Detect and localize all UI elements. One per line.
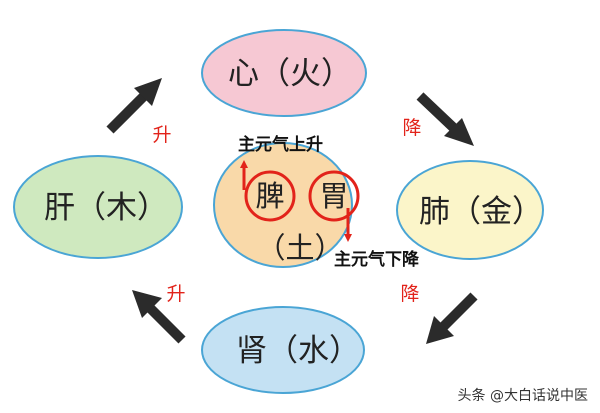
stomach-qi-label: 主元气下降 xyxy=(334,249,420,270)
kidney-oval xyxy=(201,306,365,394)
kidney-label: 肾（水） xyxy=(236,333,360,369)
lung-to-kidney-arrow xyxy=(426,292,478,344)
stomach-circle xyxy=(308,170,360,222)
lung-oval xyxy=(396,160,544,260)
credit-watermark: 头条 @大白话说中医 xyxy=(458,387,588,404)
lung-label: 肺（金） xyxy=(419,194,543,230)
spleen-circle xyxy=(244,170,296,222)
ascend-label-top: 升 xyxy=(152,124,171,146)
earth-label: （土） xyxy=(256,231,343,265)
liver-oval xyxy=(13,155,183,259)
stomach-char: 胃 xyxy=(319,179,348,213)
heart-label: 心（火） xyxy=(228,56,352,92)
heart-to-lung-arrow xyxy=(416,92,474,146)
descend-label-top: 降 xyxy=(402,117,421,139)
ascend-label-bottom: 升 xyxy=(166,283,185,305)
liver-label: 肝（木） xyxy=(44,190,168,226)
descend-label-bottom: 降 xyxy=(400,283,419,305)
spleen-char: 脾 xyxy=(255,179,284,213)
heart-oval xyxy=(201,29,367,117)
kidney-to-liver-arrow xyxy=(132,290,186,344)
spleen-oval xyxy=(213,142,353,268)
spleen-qi-label: 主元气上升 xyxy=(238,134,323,155)
liver-to-heart-arrow xyxy=(106,78,162,134)
